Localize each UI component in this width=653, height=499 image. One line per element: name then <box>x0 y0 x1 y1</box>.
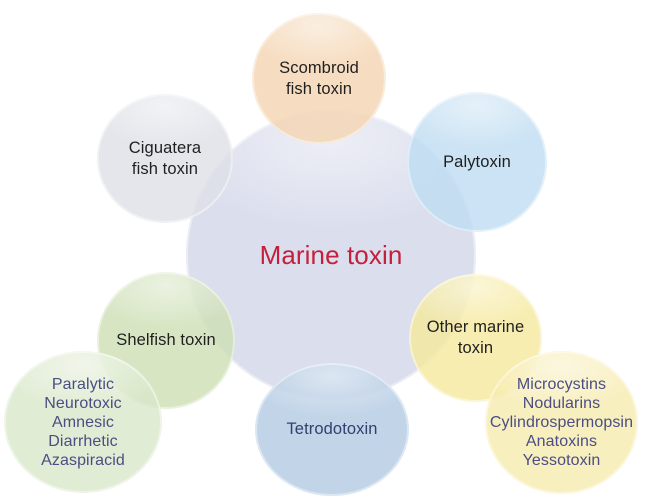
shelfish-toxin-label: Shelfish toxin <box>116 331 216 350</box>
circle-ciguatera-fish-toxin: Ciguatera fish toxin <box>97 94 233 223</box>
marine-toxin-label: Marine toxin <box>259 239 403 270</box>
other-marine-toxin-label: Other marine toxin <box>426 318 525 357</box>
tetrodotoxin-label: Tetrodotoxin <box>286 420 378 439</box>
circle-shelfish-toxin-types: Paralytic Neurotoxic Amnesic Diarrhetic … <box>4 351 162 493</box>
circle-scombroid-fish-toxin: Scombroid fish toxin <box>252 13 386 144</box>
circle-other-marine-toxin-types: Microcystins Nodularins Cylindrospermops… <box>485 351 638 494</box>
circle-tetrodotoxin: Tetrodotoxin <box>255 363 409 496</box>
palytoxin-label: Palytoxin <box>443 152 511 171</box>
circle-palytoxin: Palytoxin <box>407 92 547 232</box>
scombroid-fish-toxin-label: Scombroid fish toxin <box>279 58 359 98</box>
ciguatera-fish-toxin-label: Ciguatera fish toxin <box>128 138 202 178</box>
shelfish-toxin-types-list: Paralytic Neurotoxic Amnesic Diarrhetic … <box>41 375 125 469</box>
other-marine-toxin-types-list: Microcystins Nodularins Cylindrospermops… <box>489 376 634 469</box>
